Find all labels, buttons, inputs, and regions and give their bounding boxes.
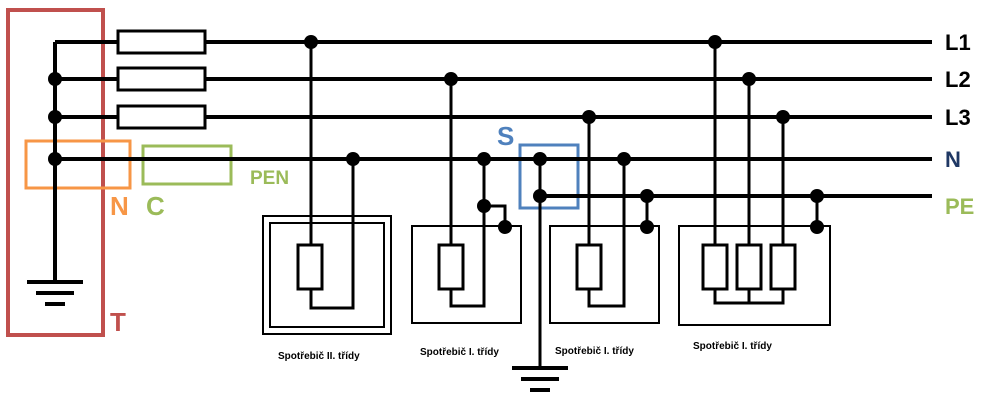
- label-l3: L3: [945, 105, 971, 130]
- junction-dot: [776, 110, 790, 124]
- source-winding-l1: [116, 29, 207, 55]
- junction-dot: [48, 72, 62, 86]
- junction-dot: [810, 189, 824, 203]
- junction-dot: [477, 199, 491, 213]
- appliance-4-box: [678, 225, 831, 326]
- junction-dot: [533, 189, 547, 203]
- junction-dot: [48, 110, 62, 124]
- label-n: N: [945, 147, 961, 172]
- appliance-2-neutral-wire: [449, 159, 486, 308]
- appliance-1-neutral-wire: [309, 159, 355, 310]
- junction-dot: [48, 152, 62, 166]
- appliance-1-outer-box: [262, 215, 392, 335]
- label-zone-t: T: [110, 307, 126, 337]
- appliance-1-load: [296, 243, 324, 291]
- t-zone-box: [6, 8, 105, 337]
- label-l1: L1: [945, 30, 971, 55]
- label-zone-c: C: [146, 191, 165, 221]
- junction-dot: [640, 189, 654, 203]
- junction-dot: [304, 35, 318, 49]
- label-l2: L2: [945, 67, 971, 92]
- junction-dot: [582, 110, 596, 124]
- label-zone-s: S: [497, 121, 514, 151]
- source-winding-l3: [116, 104, 207, 130]
- junction-dot: [617, 152, 631, 166]
- appliance-2-box: [411, 225, 522, 324]
- source-winding-l2: [116, 66, 207, 92]
- appliance-1-label: Spotřebič II. třídy: [278, 351, 360, 362]
- junction-dot: [810, 220, 824, 234]
- appliance-3-load: [575, 243, 603, 291]
- junction-dot: [477, 152, 491, 166]
- appliance-4-label: Spotřebič I. třídy: [693, 341, 772, 352]
- appliance-2-load: [437, 243, 465, 291]
- junction-dot: [498, 220, 512, 234]
- junction-dot: [444, 72, 458, 86]
- appliance-3-box: [549, 225, 660, 324]
- appliance-4-load-l3: [769, 243, 797, 291]
- label-pe: PE: [945, 194, 974, 219]
- label-pen: PEN: [250, 168, 289, 189]
- appliance-4-load-l1: [701, 243, 729, 291]
- s-zone-box: [518, 143, 580, 210]
- junction-dot: [346, 152, 360, 166]
- appliance-2-label: Spotřebič I. třídy: [420, 347, 499, 358]
- junction-dot: [708, 35, 722, 49]
- appliance-3-label: Spotřebič I. třídy: [555, 346, 634, 357]
- label-zone-n: N: [110, 191, 129, 221]
- appliance-4-load-l2: [735, 243, 763, 291]
- n-zone-box: [24, 139, 132, 190]
- c-zone-box: [141, 144, 233, 186]
- junction-dot: [742, 72, 756, 86]
- appliance-3-neutral-wire: [587, 159, 626, 308]
- junction-dot: [533, 152, 547, 166]
- junction-dot: [640, 220, 654, 234]
- appliance-1-inner-box: [269, 222, 385, 328]
